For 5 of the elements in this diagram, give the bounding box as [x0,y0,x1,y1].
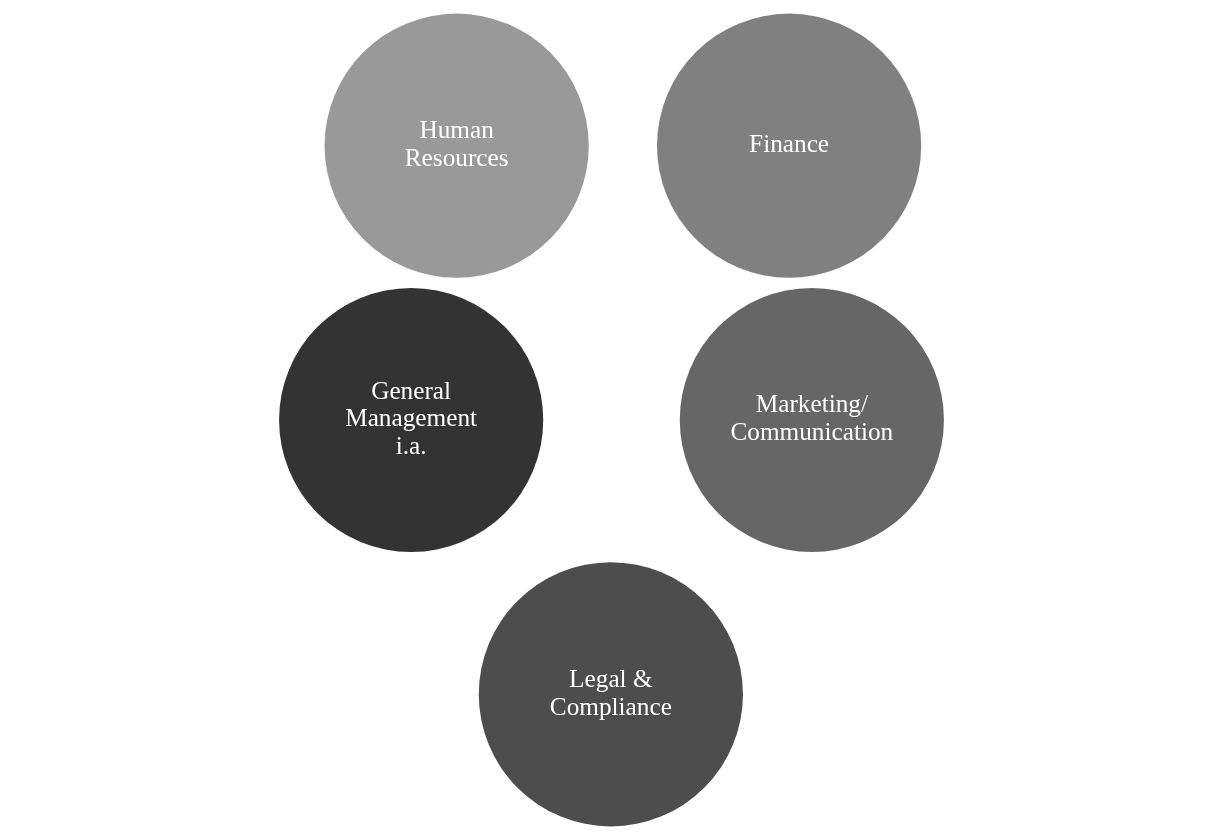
node-circle: Human Resources [324,13,589,278]
node-circle: Marketing/ Communication [679,287,944,553]
node-circle: Legal & Compliance [478,562,743,827]
node-circle: Finance [656,13,921,278]
node-circle: General Management i.a. [278,287,543,553]
